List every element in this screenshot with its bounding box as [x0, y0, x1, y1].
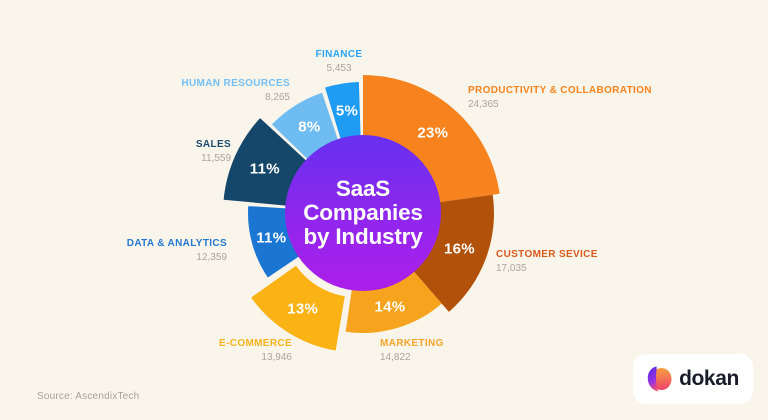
- pie-slice-sales: [223, 118, 308, 206]
- pie-slice-e-commerce: [251, 265, 345, 351]
- dokan-logo-text: dokan: [679, 367, 739, 390]
- pie-slice-productivity: [363, 75, 500, 203]
- pie-slice-marketing: [345, 269, 442, 334]
- title-line-1: SaaS: [335, 176, 391, 201]
- chart-center-title: SaaS Companies by Industry: [285, 135, 441, 291]
- pie-slice-customer-service: [412, 194, 495, 312]
- dokan-logo: dokan: [633, 354, 753, 404]
- pie-slice-finance: [325, 82, 361, 142]
- pie-slice-human-resources: [271, 92, 339, 161]
- source-attribution: Source: AscendixTech: [37, 391, 140, 402]
- title-line-3: by Industry: [303, 224, 423, 249]
- dokan-logo-icon: [647, 366, 672, 392]
- title-line-2: Companies: [303, 200, 423, 225]
